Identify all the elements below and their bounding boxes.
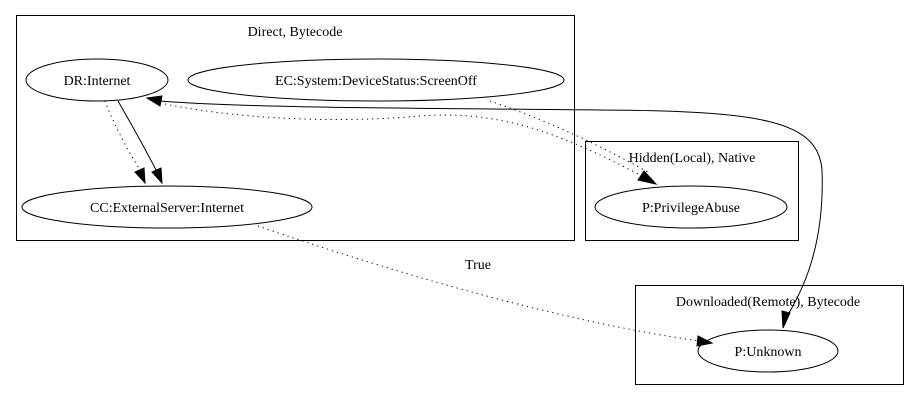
edge-dr-to-cc-solid [117, 100, 163, 185]
node-cc-external[interactable]: CC:ExternalServer:Internet [21, 185, 313, 229]
cluster-direct: Direct, Bytecode [16, 15, 575, 241]
node-dr-internet[interactable]: DR:Internet [25, 58, 169, 102]
cluster-hidden: Hidden(Local), Native [585, 141, 799, 241]
edge-label-true: True [465, 258, 491, 273]
cluster-downloaded-label: Downloaded(Remote), Bytecode [676, 295, 860, 310]
node-dr-internet-label: DR:Internet [64, 74, 131, 89]
node-ec-screenoff-label: EC:System:DeviceStatus:ScreenOff [275, 74, 477, 89]
node-p-unknown[interactable]: P:Unknown [697, 329, 839, 373]
node-p-privilege[interactable]: P:PrivilegeAbuse [594, 185, 788, 229]
edge-ec-to-privilege [489, 100, 649, 173]
cluster-direct-label: Direct, Bytecode [248, 25, 343, 40]
node-p-privilege-label: P:PrivilegeAbuse [642, 201, 740, 216]
node-cc-external-label: CC:ExternalServer:Internet [90, 201, 244, 216]
cluster-downloaded: Downloaded(Remote), Bytecode [635, 285, 904, 385]
cluster-hidden-label: Hidden(Local), Native [629, 151, 756, 166]
edge-dr-to-cc-dotted [104, 100, 146, 185]
node-p-unknown-label: P:Unknown [735, 345, 802, 360]
edge-cc-to-unknown: True [257, 225, 714, 347]
edge-dr-to-privilege [159, 102, 658, 185]
edge-unknown-to-dr [145, 95, 823, 329]
node-ec-screenoff[interactable]: EC:System:DeviceStatus:ScreenOff [187, 58, 565, 102]
